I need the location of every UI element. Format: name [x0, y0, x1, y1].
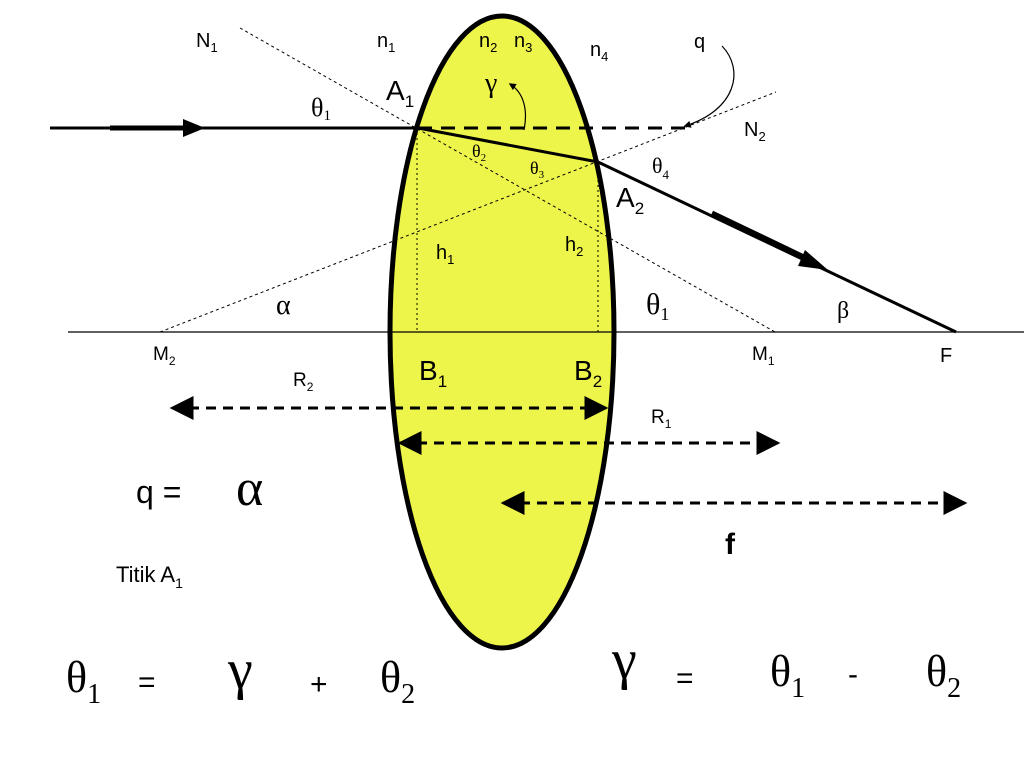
equation-right-gamma: γ — [611, 629, 637, 691]
label-q: q — [694, 31, 705, 53]
equation-right-theta2: θ2 — [926, 647, 961, 704]
normal-line-n1 — [239, 27, 776, 333]
equation-q-label: q = — [136, 474, 181, 510]
label-index-n4: n4 — [590, 39, 608, 64]
emergent-ray-emphasis — [710, 210, 810, 262]
emergent-ray — [597, 160, 957, 334]
label-m2: M2 — [153, 344, 176, 368]
gamma-angle-arrow — [508, 83, 527, 131]
label-theta1-incident: θ1 — [311, 93, 331, 124]
label-b1: B1 — [419, 355, 447, 391]
label-theta2: θ2 — [472, 141, 486, 164]
equation-right-equals: = — [676, 662, 694, 695]
label-r2: R2 — [293, 370, 314, 394]
q-pointer-arrow — [683, 45, 735, 128]
label-a1: A1 — [386, 75, 414, 111]
label-gamma-angle: γ — [484, 68, 497, 99]
label-alpha-angle: α — [276, 290, 291, 321]
titik-a1-label: Titik A1 — [116, 562, 183, 591]
label-a2: A2 — [616, 182, 644, 218]
equation-right-minus: - — [848, 658, 858, 691]
label-theta4: θ4 — [652, 153, 670, 182]
incident-ray-arrow — [183, 119, 205, 137]
label-focal-length: f — [725, 528, 736, 561]
label-beta-angle: β — [837, 298, 849, 324]
label-f-point: F — [940, 345, 952, 367]
equation-left-gamma: γ — [227, 639, 253, 701]
label-index-n1: n1 — [377, 30, 395, 55]
label-n2: N2 — [744, 119, 766, 144]
label-index-n2: n2 — [479, 30, 497, 55]
equation-left-theta2: θ2 — [380, 653, 415, 710]
equation-left-theta1: θ1 — [66, 653, 101, 710]
label-theta1-axis: θ1 — [646, 288, 669, 324]
label-b2: B2 — [574, 355, 602, 391]
emergent-ray-arrow — [798, 250, 828, 270]
label-r1: R1 — [651, 407, 672, 431]
ray-inside-lens — [417, 126, 599, 164]
label-theta3: θ3 — [530, 158, 545, 181]
label-h1: h1 — [436, 242, 454, 267]
label-h2: h2 — [565, 234, 583, 259]
label-m1: M1 — [752, 344, 775, 368]
equation-left-plus: + — [310, 668, 328, 701]
equation-right-theta1: θ1 — [770, 647, 805, 704]
equation-left-equals: = — [138, 666, 156, 699]
label-index-n3: n3 — [514, 30, 532, 55]
label-n1: N1 — [196, 30, 218, 55]
equation-q-alpha: α — [236, 460, 263, 517]
normal-line-n2 — [159, 91, 777, 333]
